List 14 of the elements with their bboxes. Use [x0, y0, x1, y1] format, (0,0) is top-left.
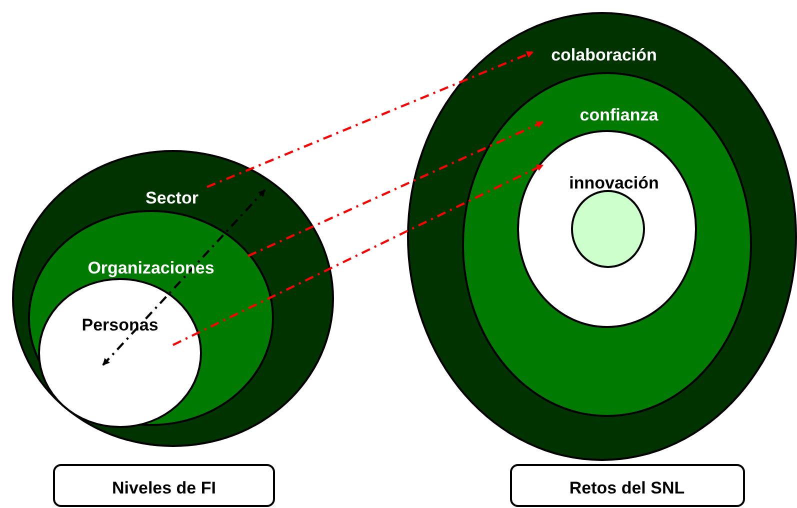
arrow — [248, 121, 544, 257]
level-label: innovación — [569, 174, 659, 192]
caption-box — [510, 464, 745, 507]
caption-text: Retos del SNL — [569, 480, 685, 496]
arrow — [206, 50, 534, 188]
level-label: confianza — [580, 106, 658, 124]
level-label: Organizaciones — [88, 260, 214, 276]
level-label: Personas — [82, 316, 158, 334]
arrow — [172, 164, 544, 346]
caption-box — [53, 464, 275, 507]
arrow — [102, 189, 266, 366]
level-label: colaboración — [551, 46, 657, 64]
level-label: Sector — [146, 190, 198, 206]
caption-text: Niveles de FI — [112, 480, 216, 496]
